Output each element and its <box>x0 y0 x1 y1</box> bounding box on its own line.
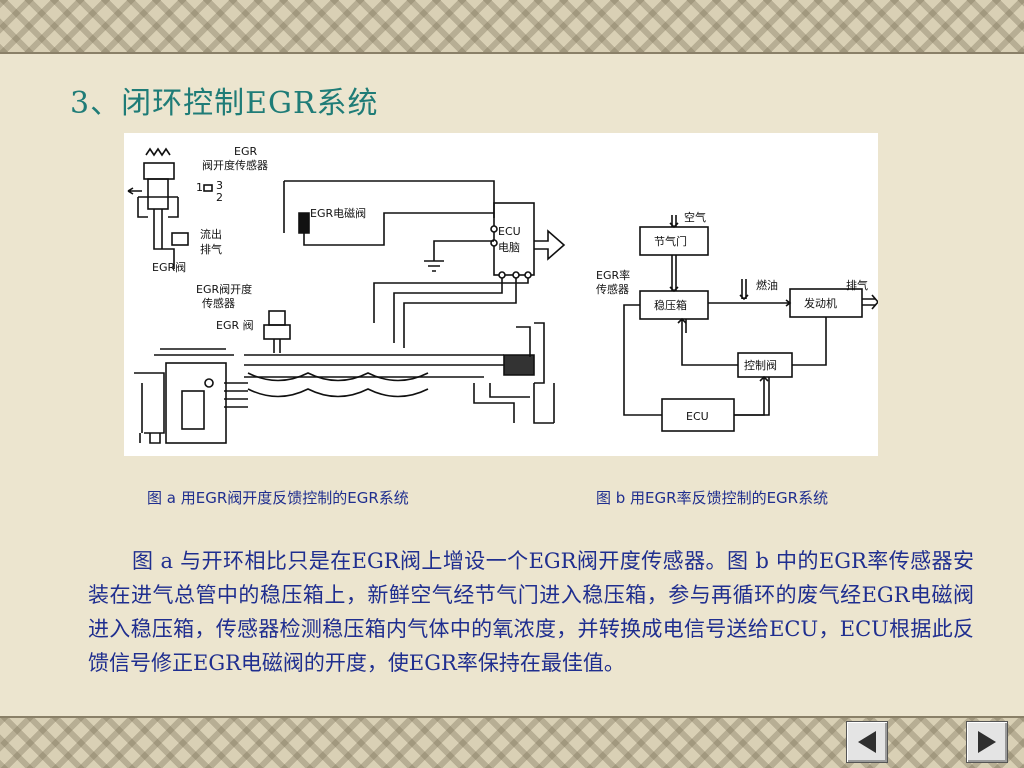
figure-a-diagram <box>127 147 566 444</box>
label-egr: EGR <box>234 145 257 158</box>
label-egr-valve-mid: EGR 阀 <box>216 318 254 332</box>
triangle-right-icon <box>978 731 996 753</box>
label-exhaust-a: 排气 <box>200 242 222 256</box>
egr-diagrams-svg: EGR 阀开度传感器 1 3 2 流出 排气 EGR阀 EGR电磁阀 ECU 电… <box>127 145 878 444</box>
slide-title: 3、闭环控制EGR系统 <box>70 86 379 121</box>
label-pin-3: 3 <box>216 179 223 192</box>
figure-b-diagram <box>623 215 878 432</box>
label-sensor-mid-1: EGR阀开度 <box>196 282 252 296</box>
label-engine: 发动机 <box>804 296 837 310</box>
label-pin-1: 1 <box>196 181 203 194</box>
label-ecu-cn: 电脑 <box>498 241 520 254</box>
label-air: 空气 <box>684 210 706 224</box>
figure-b-caption: 图 b 用EGR率反馈控制的EGR系统 <box>596 489 829 507</box>
label-solenoid: EGR电磁阀 <box>310 206 366 220</box>
label-egr-valve-top: EGR阀 <box>152 260 186 274</box>
label-ecu-b: ECU <box>686 410 709 423</box>
egr-diagrams-figure: EGR 阀开度传感器 1 3 2 流出 排气 EGR阀 EGR电磁阀 ECU 电… <box>124 133 878 456</box>
label-surge-tank: 稳压箱 <box>654 298 687 312</box>
label-egr-rate-1: EGR率 <box>596 268 630 282</box>
label-sensor-mid-2: 传感器 <box>202 297 235 310</box>
figure-a-caption: 图 a 用EGR阀开度反馈控制的EGR系统 <box>147 489 409 507</box>
label-sensor-top: 阀开度传感器 <box>202 158 268 172</box>
label-throttle: 节气门 <box>654 234 687 248</box>
label-exhaust-b: 排气 <box>846 278 868 292</box>
triangle-left-icon <box>858 731 876 753</box>
top-decorative-border <box>0 0 1024 54</box>
body-paragraph: 图 a 与开环相比只是在EGR阀上增设一个EGR阀开度传感器。图 b 中的EGR… <box>88 549 974 675</box>
label-outflow: 流出 <box>200 227 222 241</box>
previous-slide-button[interactable] <box>846 721 888 763</box>
label-ecu-a: ECU <box>498 225 521 238</box>
label-fuel: 燃油 <box>756 278 778 292</box>
label-control-valve: 控制阀 <box>744 358 777 372</box>
label-egr-rate-2: 传感器 <box>596 283 629 296</box>
next-slide-button[interactable] <box>966 721 1008 763</box>
label-pin-2: 2 <box>216 191 223 204</box>
